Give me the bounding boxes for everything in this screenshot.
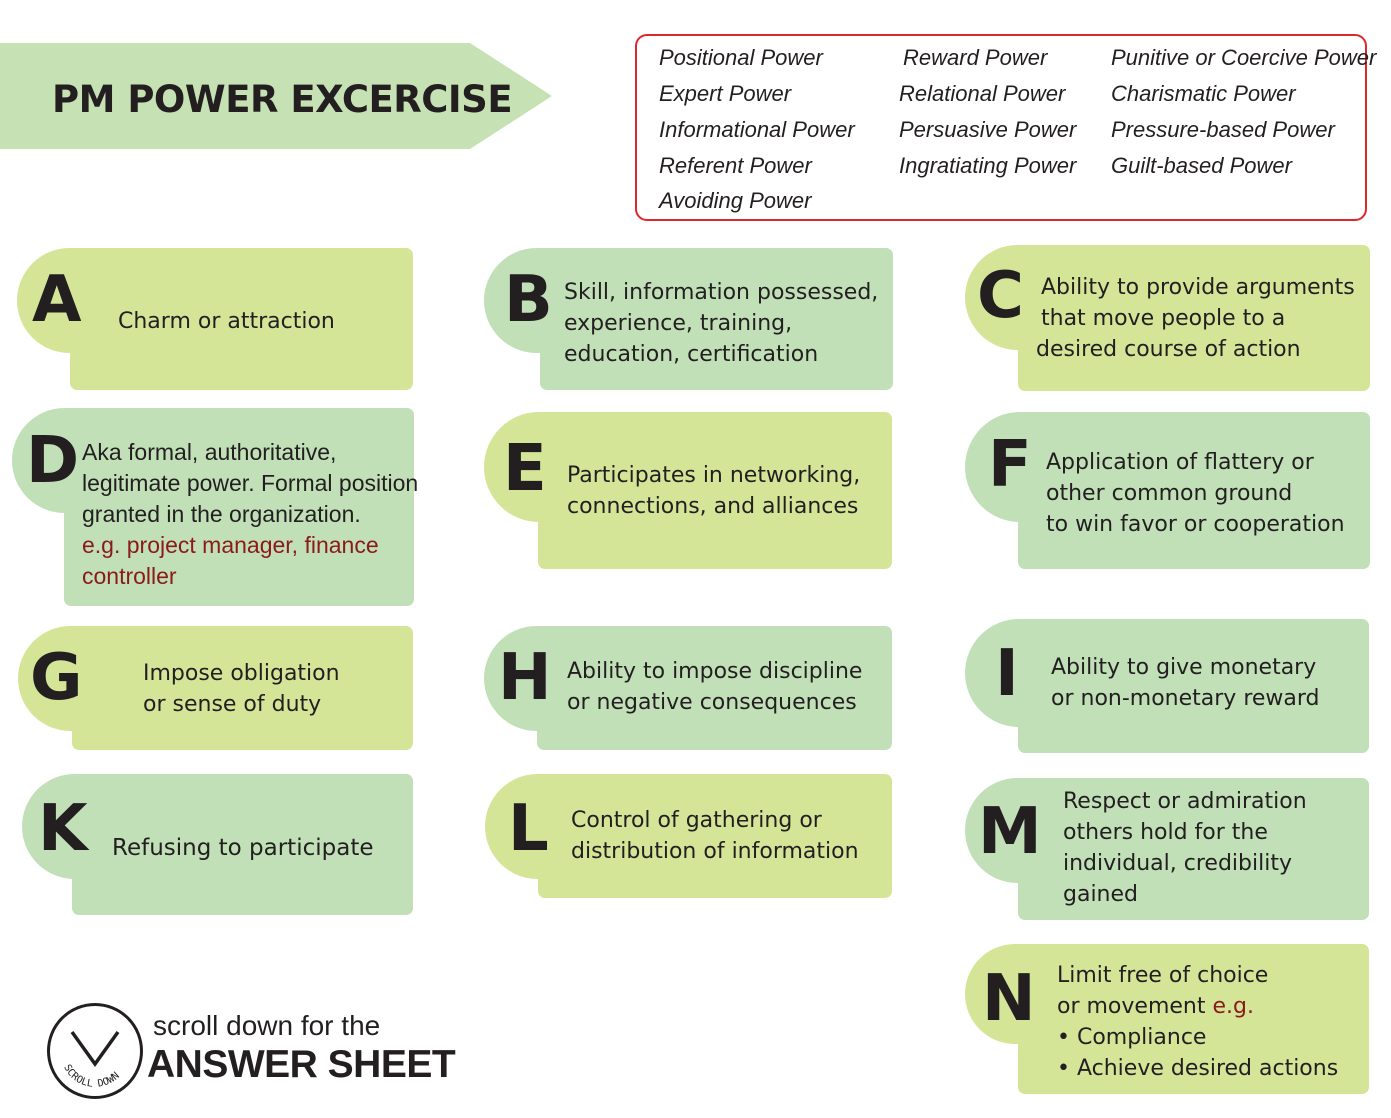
- scroll-down-circle-text: SCROLL DOWN: [61, 1063, 121, 1090]
- card-letter: I: [995, 637, 1019, 711]
- card-description: Skill, information possessed, experience…: [564, 280, 879, 367]
- card-letter: N: [982, 962, 1036, 1036]
- card-letter: L: [508, 792, 549, 866]
- card-description: Participates in networking, connections,…: [567, 463, 861, 519]
- bullet-item: • Achieve desired actions: [1057, 1056, 1339, 1081]
- card-letter: G: [30, 641, 83, 715]
- scroll-down-text: scroll down for the: [153, 1010, 381, 1041]
- scroll-down-badge[interactable]: SCROLL DOWN: [47, 1003, 143, 1099]
- legend-item: Referent Power: [659, 153, 812, 178]
- card-letter: C: [977, 259, 1024, 333]
- card-letter: A: [32, 263, 82, 337]
- card-tab: [485, 774, 605, 879]
- card-description: Ability to provide arguments that move p…: [1036, 275, 1355, 362]
- card-letter: K: [38, 792, 88, 866]
- legend-item: Informational Power: [659, 117, 855, 142]
- legend-item: Avoiding Power: [659, 188, 812, 213]
- legend-item: Punitive or Coercive Power: [1111, 45, 1377, 70]
- bullet-item: • Compliance: [1057, 1025, 1207, 1050]
- card-description: Application of flattery or other common …: [1046, 450, 1345, 537]
- card-description: Limit free of choice or movement e.g. • …: [1057, 960, 1338, 1084]
- card-description: Impose obligation or sense of duty: [143, 661, 340, 717]
- legend-item: Charismatic Power: [1111, 81, 1296, 106]
- card-tab: [484, 626, 604, 731]
- card-description: Respect or admiration others hold for th…: [1063, 789, 1307, 907]
- card-letter: M: [978, 795, 1042, 869]
- card-description: Ability to give monetary or non-monetary…: [1051, 655, 1320, 711]
- card-description: Aka formal, authoritative, legitimate po…: [82, 437, 418, 592]
- legend-item: Reward Power: [903, 45, 1048, 70]
- card-tab: [22, 774, 142, 879]
- card-letter: F: [988, 428, 1032, 502]
- title-banner: [0, 43, 552, 149]
- card-tab: [965, 619, 1085, 727]
- card-letter: H: [498, 641, 552, 715]
- example-text: controller: [82, 563, 177, 589]
- chevron-down-icon: SCROLL DOWN: [61, 1030, 122, 1090]
- legend-item: Positional Power: [659, 45, 823, 70]
- card-tab: [484, 412, 604, 522]
- legend-item: Persuasive Power: [899, 117, 1077, 142]
- answer-sheet-text: ANSWER SHEET: [147, 1043, 456, 1086]
- legend-item: Expert Power: [659, 81, 792, 106]
- card-description: Ability to impose discipline or negative…: [567, 659, 863, 715]
- example-text: e.g. project manager, finance: [82, 532, 379, 558]
- card-tab: [965, 944, 1085, 1044]
- card-tab: [484, 248, 604, 353]
- card-tab: [965, 412, 1085, 522]
- card-tab: [12, 408, 132, 513]
- card-description: Charm or attraction: [118, 309, 335, 334]
- card-tab: [18, 626, 138, 731]
- card-letter: E: [503, 432, 547, 506]
- legend-item: Pressure-based Power: [1111, 117, 1335, 142]
- card-tab: [965, 778, 1085, 883]
- card-tab: [965, 245, 1085, 350]
- card-description: Refusing to participate: [112, 835, 374, 861]
- svg-text:SCROLL DOWN: SCROLL DOWN: [61, 1063, 121, 1090]
- card-letter: D: [26, 424, 80, 498]
- power-types-legend: [635, 34, 1367, 221]
- legend-item: Relational Power: [899, 81, 1066, 106]
- legend-item: Guilt-based Power: [1111, 153, 1292, 178]
- page-title: PM POWER EXCERCISE: [52, 78, 513, 121]
- card-description: Control of gathering or distribution of …: [571, 808, 859, 864]
- card-letter: B: [504, 263, 553, 337]
- legend-item: Ingratiating Power: [899, 153, 1077, 178]
- card-tab: [17, 248, 137, 353]
- example-text: e.g.: [1212, 994, 1254, 1019]
